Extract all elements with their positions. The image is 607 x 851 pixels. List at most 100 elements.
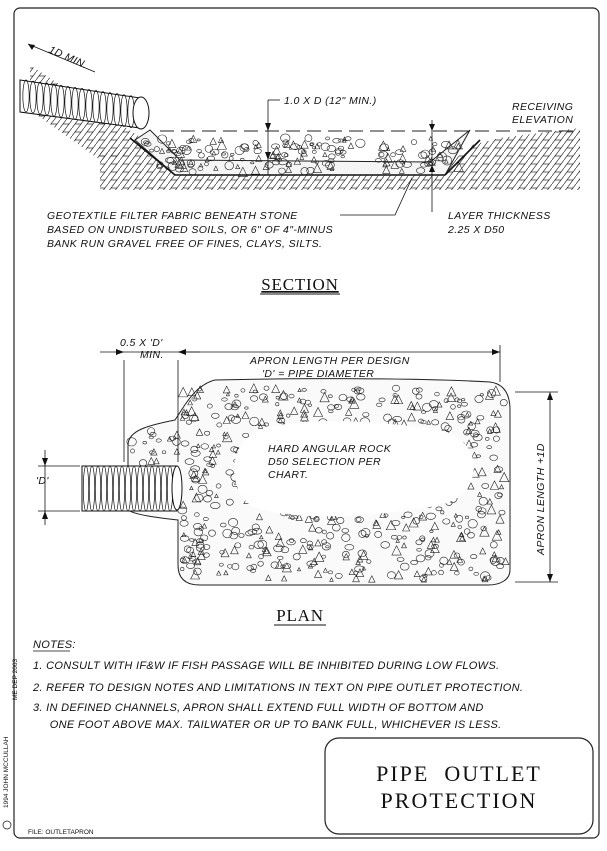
stone-mark bbox=[306, 166, 315, 175]
stone-mark bbox=[495, 514, 505, 524]
stone-mark bbox=[197, 551, 206, 560]
stone-mark bbox=[321, 529, 327, 535]
apron-length-label-2: 'D' = PIPE DIAMETER bbox=[262, 368, 374, 380]
stone-mark bbox=[494, 492, 503, 499]
stone-mark bbox=[211, 443, 217, 449]
stone-mark bbox=[306, 544, 314, 550]
receiving-elevation-label-1: RECEIVING bbox=[512, 101, 573, 113]
stone-mark bbox=[415, 539, 423, 546]
stone-mark bbox=[222, 431, 227, 436]
stone-mark bbox=[424, 566, 433, 576]
stone-mark bbox=[230, 152, 235, 157]
stone-mark bbox=[234, 542, 242, 549]
stone-mark bbox=[379, 143, 389, 151]
stone-mark bbox=[320, 389, 327, 394]
stone-mark bbox=[456, 531, 467, 543]
stone-mark bbox=[238, 533, 245, 538]
revision-text: ME DEP 2003 bbox=[12, 659, 19, 700]
stone-mark bbox=[126, 437, 137, 447]
stone-mark bbox=[222, 385, 231, 394]
stone-mark bbox=[471, 451, 478, 459]
stone-mark bbox=[393, 569, 404, 580]
stone-mark bbox=[457, 413, 465, 421]
stone-mark bbox=[491, 551, 497, 557]
stone-mark bbox=[321, 539, 327, 545]
stone-mark bbox=[181, 411, 190, 419]
stone-mark bbox=[491, 529, 503, 541]
stone-mark bbox=[412, 401, 422, 411]
pipe-rib bbox=[82, 465, 90, 512]
stone-mark bbox=[231, 563, 240, 571]
stone-mark bbox=[181, 556, 188, 563]
stone-mark bbox=[332, 138, 341, 144]
stone-mark bbox=[392, 415, 402, 423]
stone-mark bbox=[190, 411, 200, 422]
stone-mark bbox=[313, 406, 324, 417]
stone-mark bbox=[325, 545, 330, 549]
pipe-rib bbox=[64, 85, 72, 119]
stone-mark bbox=[300, 139, 309, 149]
stone-mark bbox=[200, 534, 209, 542]
stone-mark bbox=[454, 570, 460, 576]
pipe-rib bbox=[106, 465, 114, 512]
stone-mark bbox=[419, 535, 426, 542]
stone-mark bbox=[453, 161, 464, 172]
stone-mark bbox=[415, 554, 426, 563]
stone-mark bbox=[155, 438, 162, 443]
plan-pipe bbox=[81, 465, 183, 512]
stone-mark bbox=[467, 519, 478, 529]
stone-mark bbox=[464, 439, 474, 449]
offset-label-1: 0.5 X 'D' bbox=[120, 337, 163, 349]
stone-mark bbox=[195, 443, 201, 448]
stone-mark bbox=[177, 506, 188, 515]
stone-mark bbox=[428, 400, 439, 409]
stone-mark bbox=[249, 416, 260, 427]
stone-mark bbox=[444, 140, 454, 150]
stone-mark bbox=[299, 403, 310, 413]
stone-mark bbox=[313, 516, 320, 523]
stone-mark bbox=[439, 556, 449, 565]
stone-mark bbox=[235, 413, 241, 418]
stone-mark bbox=[258, 534, 264, 540]
stone-mark bbox=[198, 152, 205, 159]
stone-mark bbox=[490, 409, 497, 417]
stone-mark bbox=[344, 544, 355, 551]
plan-heading: PLAN bbox=[276, 606, 324, 625]
stone-mark bbox=[464, 411, 470, 417]
stone-mark bbox=[486, 498, 494, 505]
stone-mark bbox=[490, 541, 498, 549]
stone-mark bbox=[148, 435, 154, 440]
stone-mark bbox=[354, 565, 365, 573]
stone-mark bbox=[204, 144, 214, 153]
stone-mark bbox=[418, 514, 424, 519]
stone-mark bbox=[333, 404, 339, 409]
stone-mark bbox=[421, 410, 427, 414]
stone-mark bbox=[325, 136, 331, 141]
stone-mark bbox=[190, 445, 199, 454]
stone-mark bbox=[434, 536, 440, 543]
stone-mark bbox=[273, 544, 284, 553]
stone-mark bbox=[219, 550, 225, 555]
stone-mark bbox=[149, 450, 155, 455]
stone-mark bbox=[416, 387, 423, 393]
title-block: PIPE OUTLET PROTECTION bbox=[324, 737, 594, 835]
stone-mark bbox=[355, 138, 366, 148]
stone-mark bbox=[307, 563, 314, 569]
title-line-2: PROTECTION bbox=[381, 788, 538, 813]
stone-mark bbox=[147, 427, 156, 436]
stone-mark bbox=[434, 391, 440, 397]
stone-mark bbox=[329, 577, 334, 582]
stone-mark bbox=[457, 416, 466, 424]
stone-mark bbox=[147, 456, 156, 465]
stone-mark bbox=[201, 522, 208, 529]
stone-mark bbox=[409, 404, 415, 410]
apron-far-slope bbox=[444, 139, 481, 176]
stone-mark bbox=[442, 518, 451, 525]
stone-mark bbox=[453, 512, 459, 518]
stone-mark bbox=[342, 136, 347, 142]
stone-mark bbox=[322, 567, 328, 573]
stone-mark bbox=[424, 161, 433, 167]
stone-mark bbox=[211, 412, 220, 419]
stone-mark bbox=[493, 464, 502, 473]
stone-mark bbox=[457, 525, 462, 530]
